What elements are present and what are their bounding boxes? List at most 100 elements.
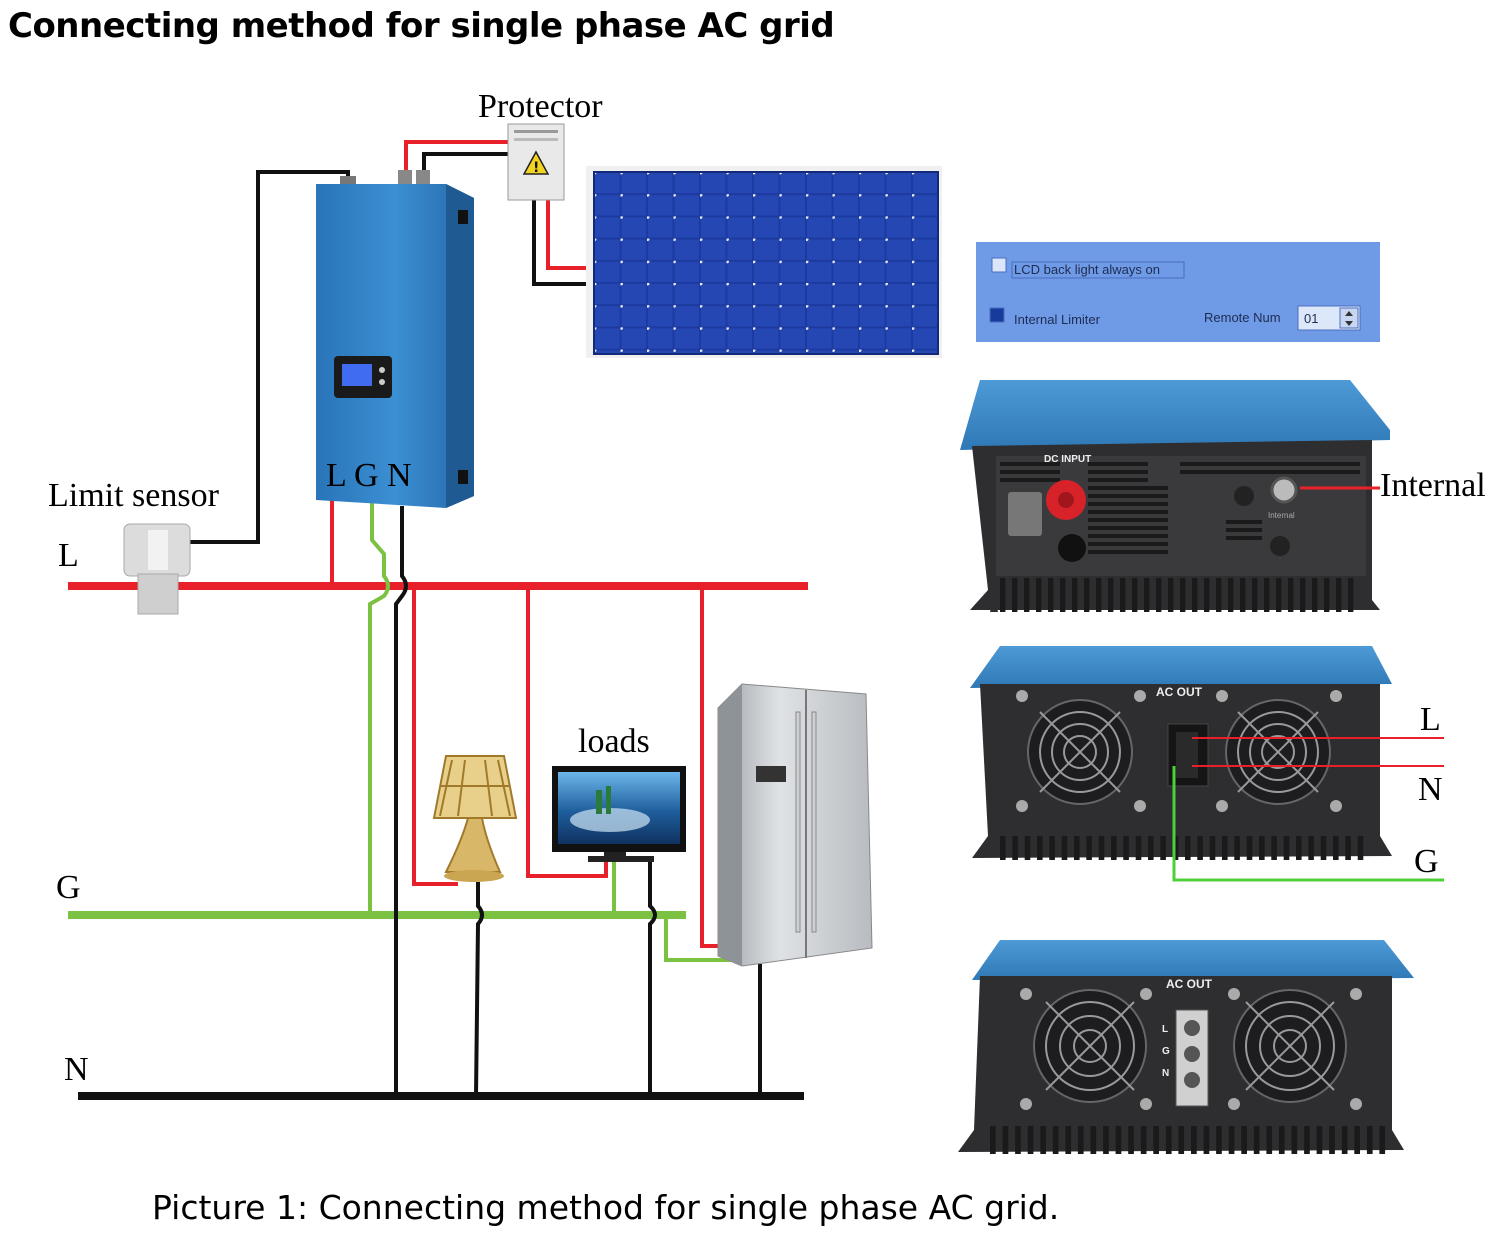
heatsink-fin [1002, 1126, 1009, 1154]
ct-clamp-icon [123, 523, 191, 615]
heatsink-fin [1252, 578, 1258, 612]
heatsink-fin [1074, 836, 1080, 860]
heatsink-fin [1240, 578, 1246, 612]
grid-tie-inverter [316, 170, 474, 508]
inverter-ac-side-terminal: AC OUT L G N [958, 940, 1414, 1152]
heatsink-fin [1000, 836, 1006, 860]
terminal-n-label: N [1162, 1068, 1169, 1079]
internal-limiter-label: Internal Limiter [1014, 312, 1101, 327]
fan-icon [1033, 989, 1147, 1103]
heatsink-fin [1015, 1126, 1021, 1154]
heatsink-fin [1156, 578, 1162, 612]
heatsink-fin [1090, 1126, 1097, 1154]
heatsink-fin [1144, 578, 1150, 612]
heatsink-fin [1366, 1126, 1373, 1154]
heatsink-fin [1266, 1126, 1273, 1154]
heatsink-fin [1128, 1126, 1134, 1154]
inv-n-wire [394, 506, 408, 1096]
heatsink-fin [1228, 1126, 1235, 1154]
heatsink-fin [1216, 1126, 1222, 1154]
terminal-l-label: L [1162, 1024, 1168, 1035]
solar-panel-icon [586, 166, 942, 358]
heatsink-fin [1379, 1126, 1386, 1154]
panel-wire-black [532, 198, 588, 286]
heatsink-fin [1216, 578, 1222, 612]
heatsink-fin [1040, 1126, 1046, 1154]
lamp-icon [432, 755, 518, 882]
heatsink-fin [1000, 578, 1006, 612]
lamp-n-wire [474, 882, 484, 1097]
fan-icon [1027, 699, 1133, 805]
heatsink-fin [1148, 836, 1154, 860]
heatsink-fin [1357, 836, 1364, 860]
heatsink-fin [1241, 1126, 1247, 1154]
page-title: Connecting method for single phase AC gr… [8, 6, 835, 46]
remote-num-value: 01 [1304, 311, 1318, 326]
inv-g-wire [368, 498, 390, 915]
internal-label: Internal [1380, 467, 1486, 504]
ac-l-label: L [1420, 701, 1441, 738]
heatsink-fin [1288, 578, 1294, 612]
heatsink-fin [1024, 836, 1031, 860]
fan-icon [1225, 699, 1331, 805]
heatsink-fin [1049, 836, 1055, 860]
fridge-icon [717, 683, 873, 967]
heatsink-fin [1024, 578, 1030, 612]
dc-input-label: DC INPUT [1044, 454, 1091, 465]
heatsink-fin [1204, 578, 1210, 612]
loads-label: loads [578, 723, 650, 760]
heatsink-fin [1324, 578, 1330, 612]
heatsink-fin [1278, 1126, 1285, 1154]
heatsink-fin [1300, 578, 1306, 612]
bus-n-label: N [64, 1051, 89, 1088]
heatsink-fin [1132, 578, 1138, 612]
heatsink-fin [1191, 1126, 1197, 1154]
heatsink-fin [1222, 836, 1228, 860]
svg-text:!: ! [533, 160, 539, 176]
heatsink-fin [1203, 1126, 1210, 1154]
heatsink-fin [1320, 836, 1327, 860]
heatsink-fin [1197, 836, 1203, 860]
heatsink-fin [1086, 836, 1092, 860]
fan-icon [1233, 989, 1347, 1103]
heatsink-fin [1246, 836, 1253, 860]
heatsink-fin [1185, 836, 1191, 860]
heatsink-fin [1077, 1126, 1084, 1154]
heatsink-fin [1308, 836, 1314, 860]
heatsink-fin [1296, 836, 1302, 860]
heatsink-fin [1234, 836, 1240, 860]
heatsink-fin [1276, 578, 1282, 612]
heatsink-fin [1168, 578, 1174, 612]
terminal-g-label: G [1162, 1046, 1170, 1057]
internal-limiter-checkbox[interactable] [989, 307, 1005, 323]
heatsink-fin [1108, 578, 1114, 612]
heatsink-fin [1336, 578, 1342, 612]
heatsink-fin [1111, 836, 1117, 860]
ac-out-top-label: AC OUT [1156, 685, 1203, 699]
dc-wire-black [422, 152, 508, 178]
heatsink-fin [1228, 578, 1234, 612]
heatsink-fin [1180, 578, 1186, 612]
tv-l-wire [526, 586, 608, 878]
limit-sensor-label: Limit sensor [48, 477, 220, 514]
panel-wire-red [546, 198, 588, 270]
heatsink-fin [1120, 578, 1126, 612]
lcd-backlight-checkbox[interactable] [991, 257, 1007, 273]
heatsink-fin [1072, 578, 1078, 612]
ac-out-bottom-label: AC OUT [1166, 977, 1213, 991]
heatsink-fin [1012, 578, 1018, 612]
ac-g-label: G [1414, 843, 1439, 880]
heatsink-fin [1060, 578, 1066, 612]
heatsink-fin [1264, 578, 1270, 612]
figure-caption: Picture 1: Connecting method for single … [152, 1188, 1060, 1227]
heatsink-fin [1065, 1126, 1072, 1154]
heatsink-fin [1178, 1126, 1185, 1154]
heatsink-fin [1192, 578, 1198, 612]
heatsink-fin [1354, 1126, 1360, 1154]
heatsink-fin [1283, 836, 1290, 860]
heatsink-fin [1048, 578, 1054, 612]
heatsink-fin [1036, 578, 1042, 612]
heatsink-fin [1291, 1126, 1298, 1154]
heatsink-fin [990, 1126, 996, 1154]
heatsink-fin [1012, 836, 1018, 860]
